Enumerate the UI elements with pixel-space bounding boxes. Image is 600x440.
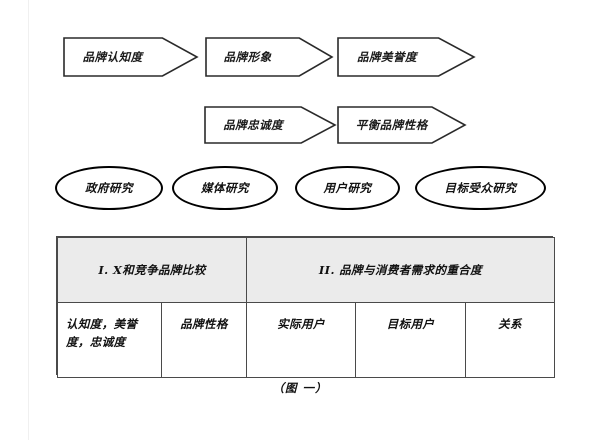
flow-arrow-brand-reputation[interactable]: 品牌美誉度 [338,38,474,76]
flow-arrow-balanced-brand-personality[interactable]: 平衡品牌性格 [338,107,465,143]
table-row: 认知度，美誉度，忠诚度 品牌性格 实际用户 目标用户 关系 [57,302,555,378]
arrow-shape-icon [338,107,465,143]
research-node-label: 用户研究 [323,181,372,195]
matrix-cell-relationship: 关系 [465,302,555,378]
flow-arrow-label: 品牌形象 [223,50,272,64]
flow-arrow-brand-awareness[interactable]: 品牌认知度 [64,38,197,76]
research-node-government[interactable]: 政府研究 [55,166,163,210]
matrix-cell-target-users: 目标用户 [355,302,466,378]
matrix-header-cell-2: II. 品牌与消费者需求的重合度 [246,237,555,303]
margin-guide [28,0,29,440]
arrow-shape-icon [338,38,474,76]
research-node-target-audience[interactable]: 目标受众研究 [415,166,546,210]
matrix-cell-brand-personality: 品牌性格 [161,302,247,378]
research-node-media[interactable]: 媒体研究 [172,166,278,210]
arrow-shape-icon [205,107,335,143]
research-node-user[interactable]: 用户研究 [295,166,400,210]
flow-arrow-label: 品牌美誉度 [357,50,418,64]
research-node-label: 目标受众研究 [444,181,517,195]
flow-arrow-brand-loyalty[interactable]: 品牌忠诚度 [205,107,335,143]
comparison-matrix-table: I. X和竞争品牌比较 II. 品牌与消费者需求的重合度 认知度，美誉度，忠诚度… [57,237,555,378]
flow-arrow-label: 品牌忠诚度 [223,118,284,132]
figure-caption: （图 一） [272,381,328,395]
flow-arrow-label: 品牌认知度 [82,50,143,64]
table-row: I. X和竞争品牌比较 II. 品牌与消费者需求的重合度 [57,237,555,303]
flow-arrow-brand-image[interactable]: 品牌形象 [206,38,332,76]
arrow-shape-icon [64,38,197,76]
research-node-label: 政府研究 [85,181,133,195]
flow-arrow-label: 平衡品牌性格 [355,118,428,132]
matrix-cell-actual-users: 实际用户 [246,302,356,378]
comparison-matrix: I. X和竞争品牌比较 II. 品牌与消费者需求的重合度 认知度，美誉度，忠诚度… [56,236,555,378]
matrix-cell-awareness-reputation-loyalty: 认知度，美誉度，忠诚度 [57,302,162,378]
matrix-header: I. X和竞争品牌比较 II. 品牌与消费者需求的重合度 [57,237,555,303]
arrow-shape-icon [206,38,332,76]
matrix-header-cell-1: I. X和竞争品牌比较 [57,237,247,303]
research-node-label: 媒体研究 [201,181,249,195]
matrix-body: 认知度，美誉度，忠诚度 品牌性格 实际用户 目标用户 关系 [57,302,555,378]
